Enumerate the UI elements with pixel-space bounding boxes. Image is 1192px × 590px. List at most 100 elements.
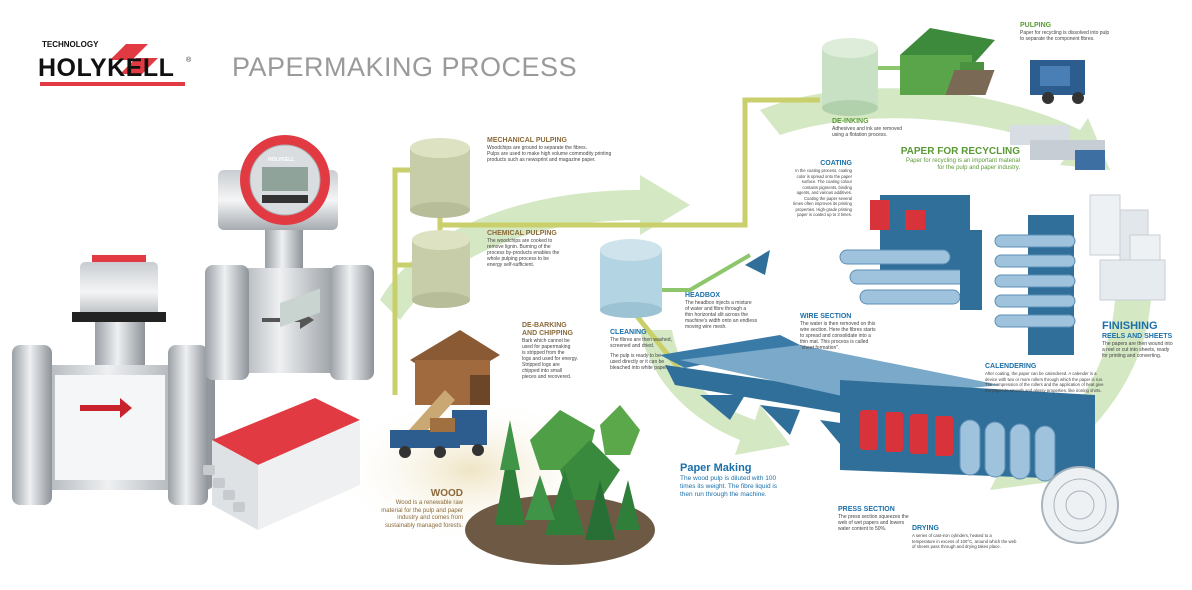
coating-machine	[839, 195, 982, 310]
flowmeter-center	[205, 135, 374, 380]
step-text: water content to 50%.	[838, 526, 887, 532]
step-text: The compression of the rollers and the a…	[985, 382, 1104, 387]
step-text: to separate the component fibres.	[1020, 36, 1095, 42]
step-text: After coating, the paper can be calender…	[985, 371, 1097, 376]
step-text: A series of cast-iron cylinders, heated …	[912, 533, 992, 538]
step-text: material for the pulp and paper	[381, 507, 463, 514]
step-text: a reel or cut into sheets, ready	[1102, 347, 1170, 353]
step-text: wire section. Here the fibres starts	[800, 327, 876, 333]
step-text: for the pulp and paper industry.	[937, 165, 1020, 171]
step-text: moving wire mesh.	[685, 324, 727, 330]
step-wire-section: WIRE SECTION The water is then removed o…	[800, 313, 890, 351]
step-text: properties. High-grade printing	[795, 206, 852, 212]
step-title: DRYING	[912, 525, 939, 532]
step-text: thin horizontal slit across the	[685, 312, 749, 318]
step-text: web of wet papers and lowers	[838, 520, 905, 526]
step-text: The water is then removed on this	[800, 321, 876, 327]
step-title: MECHANICAL PULPING	[487, 137, 567, 144]
step-paper-for-recycling: PAPER FOR RECYCLING Paper for recycling …	[840, 145, 1020, 172]
step-text: The papers are then wound into	[1102, 341, 1173, 347]
step-title: COATING	[820, 160, 852, 167]
step-pulping: PULPING Paper for recycling is dissolved…	[1020, 22, 1130, 42]
step-text: thin mat. This process is called	[800, 339, 869, 345]
step-text: In the coating process, coating	[795, 168, 852, 173]
converter-box	[203, 288, 360, 530]
step-cleaning: CLEANING The fibres are then washed,scre…	[610, 329, 682, 371]
step-text: Adhesives and ink are removed	[832, 126, 903, 132]
step-text: to spread and consolidate into a	[800, 333, 871, 339]
forest	[465, 405, 655, 565]
step-subtitle: REELS AND SHEETS	[1102, 333, 1173, 340]
step-text: surface. The coating colour	[801, 179, 852, 184]
tank-cleaning	[600, 239, 662, 318]
step-title: DE-BARKING	[522, 322, 567, 329]
step-title: PULPING	[1020, 22, 1052, 29]
step-title: AND CHIPPING	[522, 330, 573, 337]
step-text: sustainably managed forests.	[384, 522, 463, 529]
step-text: Stripped logs are	[522, 362, 560, 368]
paper-machine	[660, 335, 1119, 544]
meter-brand-label: HOLYKELL	[268, 157, 295, 163]
step-text: color is spread onto the paper	[796, 173, 852, 179]
step-text: chipped into small	[522, 368, 563, 374]
step-text: the paper its smooth and glossy properti…	[985, 387, 1102, 393]
step-text: whole pulping process to be	[487, 256, 549, 262]
step-text: for printing and converting.	[1102, 353, 1162, 359]
step-text: times often improves its printing	[793, 201, 852, 206]
step-text: paper is coated up to 3 times.	[797, 212, 852, 217]
step-text: The press section squeezes the	[838, 514, 909, 520]
step-title: CHEMICAL PULPING	[487, 230, 557, 237]
step-title: FINISHING	[1102, 320, 1158, 332]
brand-underline	[40, 82, 185, 86]
step-text: times its weight. The fibre liquid is	[680, 483, 778, 490]
paper-stacks	[1010, 125, 1105, 170]
step-press-section: PRESS SECTION The press section squeezes…	[838, 506, 928, 532]
step-text: industry and comes from	[397, 515, 463, 521]
step-text: Coating the paper several	[804, 195, 852, 201]
step-text: The woodchips are cooked to	[487, 238, 553, 244]
step-finishing: FINISHING REELS AND SHEETS The papers ar…	[1102, 320, 1190, 359]
tank-chemical	[412, 230, 470, 308]
step-text: energy self-sufficient.	[487, 262, 535, 268]
step-chemical-pulping: CHEMICAL PULPING The woodchips are cooke…	[487, 230, 587, 268]
step-calendering: CALENDERING After coating, the paper can…	[985, 363, 1145, 393]
calender-stack	[994, 215, 1076, 355]
step-text: used directly or it can be	[610, 359, 665, 365]
step-text: is stripped from the	[522, 350, 565, 356]
step-title: CLEANING	[610, 329, 647, 336]
step-text: process by-products enables the	[487, 250, 560, 256]
brand-name: HOLYKELL	[38, 54, 175, 82]
step-text: used for papermaking	[522, 344, 571, 350]
pulping-house	[900, 28, 995, 95]
step-text: Woodchips are ground to separate the fib…	[487, 145, 587, 151]
step-title: PAPER FOR RECYCLING	[900, 146, 1020, 157]
step-text: of water and fibre through a	[685, 306, 747, 312]
brand-registered: ®	[186, 57, 192, 64]
step-mechanical-pulping: MECHANICAL PULPING Woodchips are ground …	[487, 137, 627, 163]
step-text: machine's width onto an endless	[685, 318, 758, 324]
step-text: agents, and various additives.	[796, 190, 852, 195]
brand-logo-icon	[110, 44, 158, 74]
step-text: Paper for recycling is dissolved into pu…	[1020, 30, 1110, 36]
tank-mechanical	[410, 138, 470, 218]
step-title: DE-INKING	[832, 118, 869, 125]
step-text: remove lignin. Burning of the	[487, 244, 551, 250]
step-text: The fibres are then washed,	[610, 337, 672, 343]
step-text: screened and dried.	[610, 343, 655, 349]
step-title: CALENDERING	[985, 363, 1037, 370]
flowmeter-left	[12, 255, 215, 505]
step-text: Pulps are used to make high volume commo…	[487, 151, 612, 157]
log-truck	[390, 410, 487, 458]
step-text: then run through the machine.	[680, 491, 767, 498]
step-text: bleached into white paper.	[610, 365, 669, 371]
headbox-cone	[745, 250, 770, 275]
step-text: Wood is a renewable raw	[395, 500, 463, 506]
recycling-truck	[1030, 60, 1085, 104]
step-text: pieces and recovered.	[522, 374, 572, 380]
tank-deinking	[822, 38, 878, 116]
step-text: "sheet formation".	[800, 345, 840, 351]
